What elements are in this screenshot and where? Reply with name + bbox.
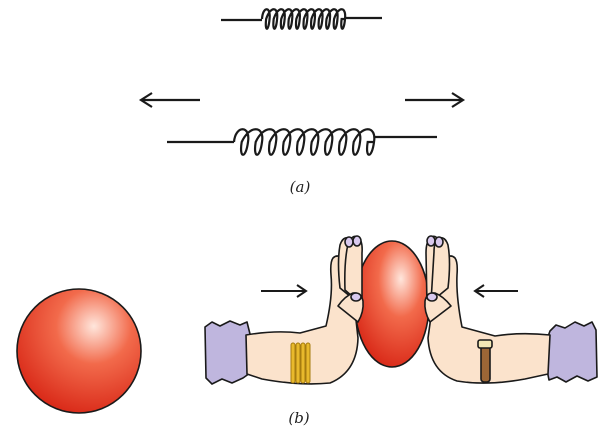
left-arrow bbox=[141, 93, 200, 107]
left-nail-1 bbox=[345, 237, 353, 247]
bangles bbox=[291, 343, 310, 383]
watch-strap bbox=[481, 344, 490, 382]
relaxed-spring bbox=[221, 9, 382, 29]
watch-face bbox=[478, 340, 492, 348]
ball bbox=[17, 289, 141, 413]
left-nail-2 bbox=[353, 236, 361, 246]
panel-b: (b) bbox=[17, 236, 597, 427]
push-arrow-left bbox=[475, 285, 518, 297]
panel-a: (a) bbox=[141, 9, 463, 196]
right-thumb-nail bbox=[427, 293, 437, 301]
squeezed-ball bbox=[355, 241, 429, 367]
caption-b: (b) bbox=[288, 409, 309, 427]
push-arrow-right bbox=[261, 285, 306, 297]
right-nail-2 bbox=[435, 237, 443, 247]
right-hand bbox=[425, 236, 597, 383]
right-nail-1 bbox=[427, 236, 435, 246]
left-hand bbox=[205, 236, 363, 384]
stretched-spring bbox=[167, 129, 437, 155]
right-sleeve bbox=[545, 322, 597, 382]
left-thumb-nail bbox=[351, 293, 361, 301]
caption-a: (a) bbox=[290, 178, 311, 196]
right-arrow bbox=[405, 93, 463, 107]
